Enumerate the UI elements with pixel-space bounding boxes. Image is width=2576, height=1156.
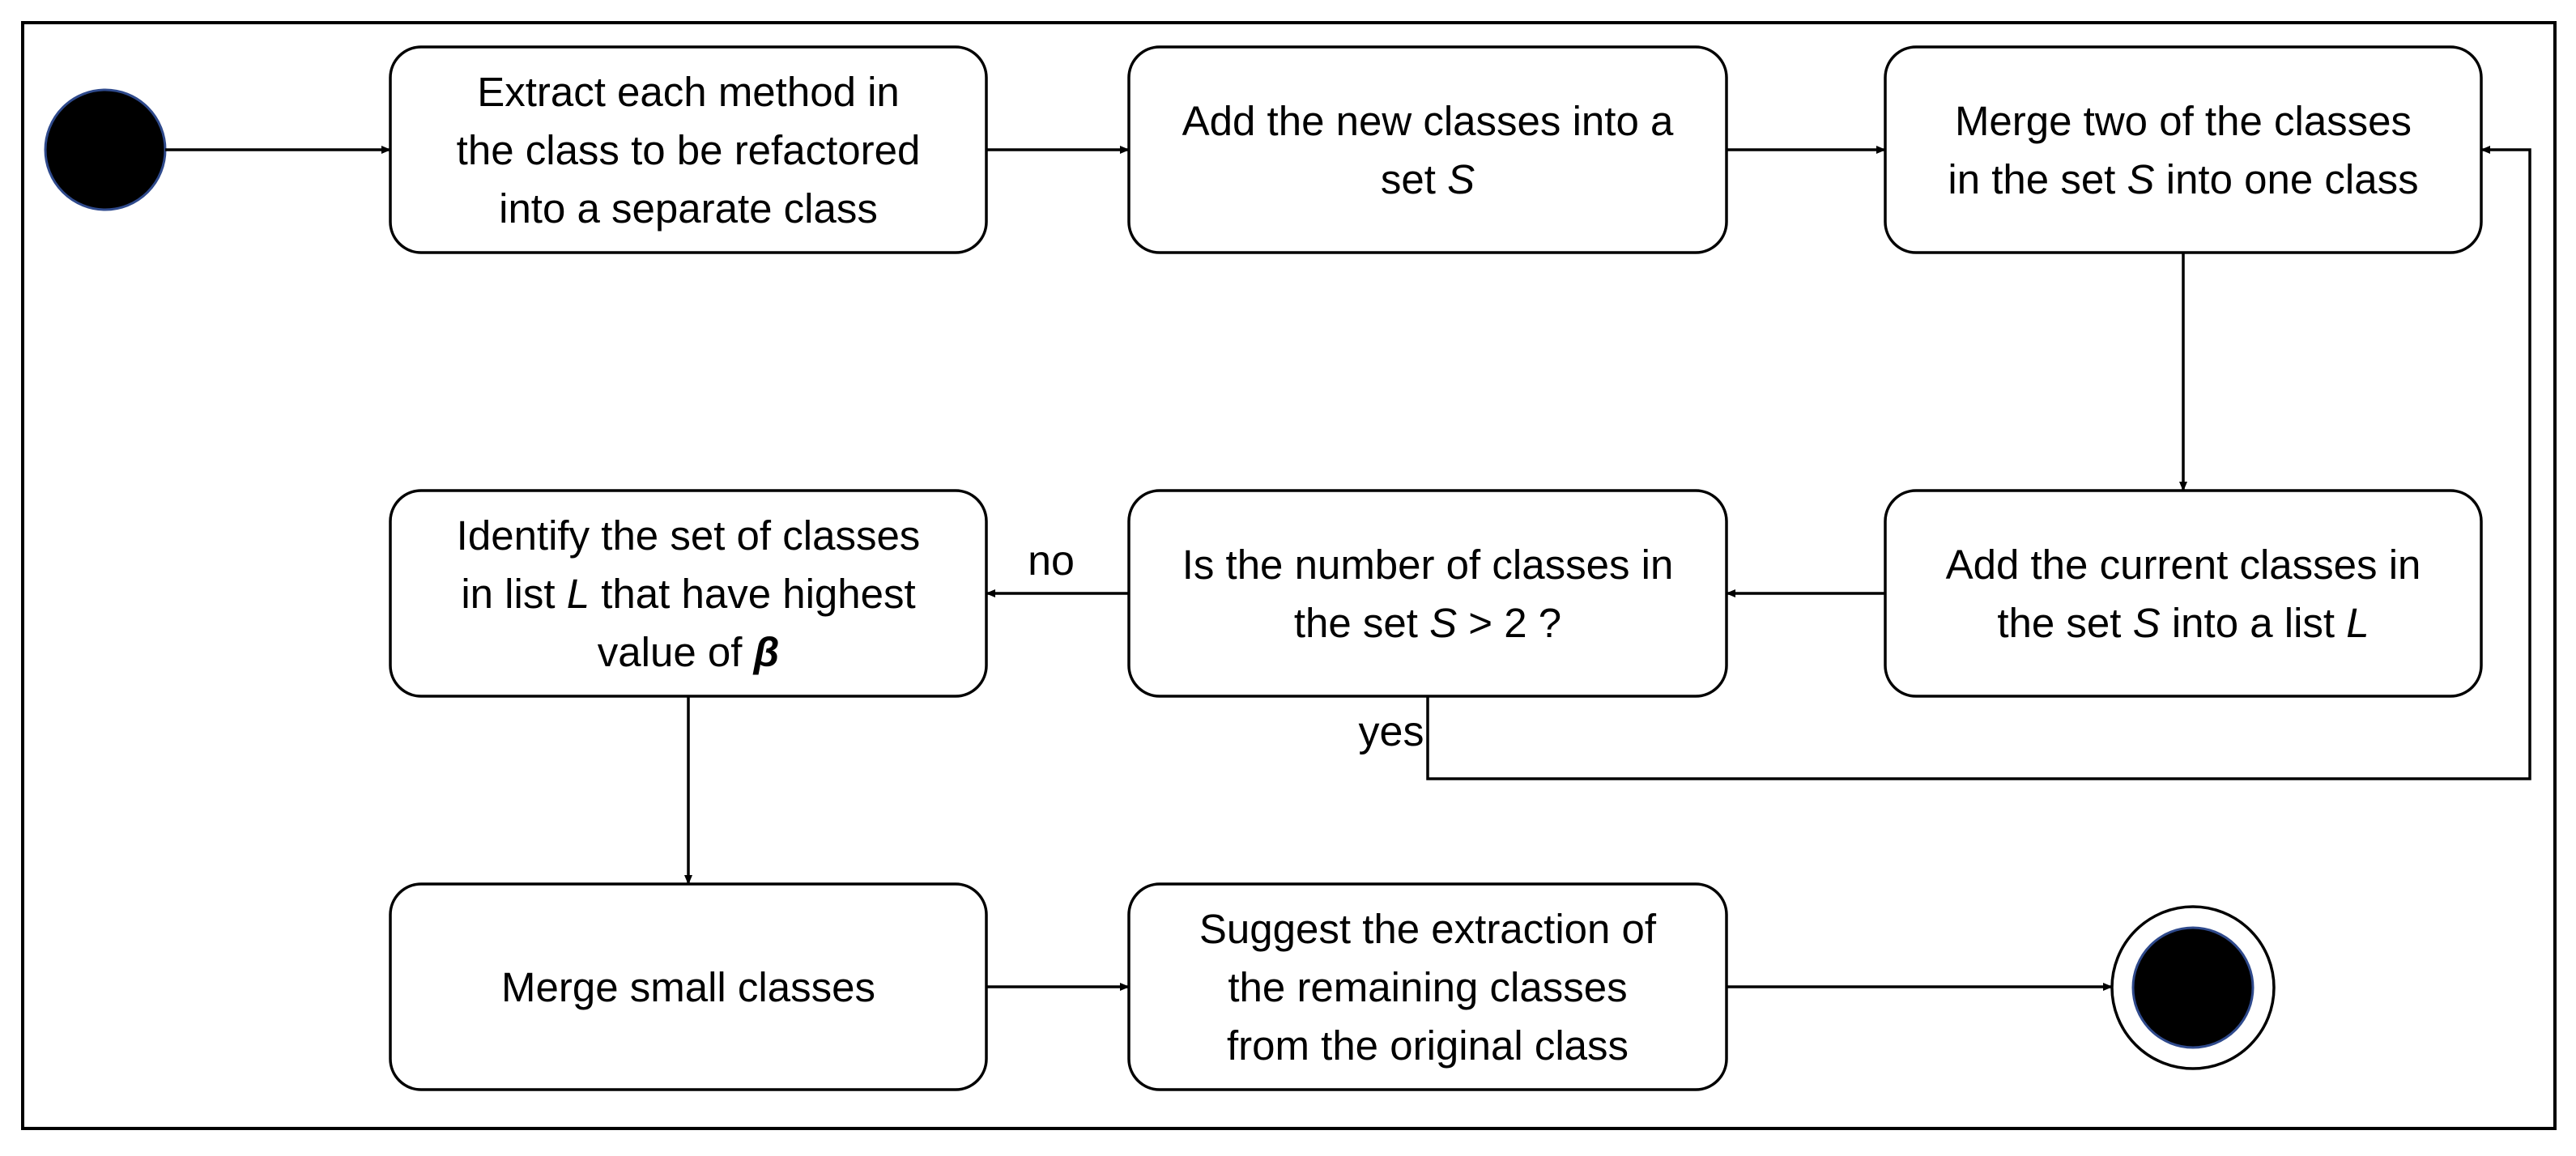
label-run: β (752, 629, 780, 675)
label-run: from the original class (1227, 1022, 1629, 1069)
node-suggest-extraction: Suggest the extraction of the remaining c… (1127, 882, 1728, 1091)
label-run: S (1447, 156, 1475, 202)
label-run: the set (1997, 600, 2132, 646)
label-run: value of (598, 629, 754, 675)
node-add-new-classes: Add the new classes into a set S (1127, 45, 1728, 254)
label-run: > 2 ? (1457, 600, 1561, 646)
label-run: the set (1294, 600, 1429, 646)
node-identify-set: Identify the set of classes in list L tha… (389, 489, 988, 698)
node-decision-count: Is the number of classes in the set S > 2… (1127, 489, 1728, 698)
node-decision-count-label: Is the number of classes in the set S > 2… (1182, 542, 1674, 646)
label-run: Suggest the extraction of (1199, 906, 1657, 952)
label-run: Add the current classes in (1946, 542, 2421, 588)
label-run: Merge two of the classes (1955, 98, 2412, 144)
node-suggest-extraction-label: Suggest the extraction of the remaining c… (1199, 906, 1657, 1069)
label-run: into a separate class (499, 185, 878, 232)
label-run: into a list (2161, 600, 2347, 646)
label-run: the remaining classes (1228, 964, 1627, 1010)
node-merge-small-label: Merge small classes (501, 964, 875, 1010)
label-run: S (2133, 600, 2161, 646)
node-merge-two-classes: Merge two of the classes in the set S int… (1884, 45, 2483, 254)
diagram-frame (21, 21, 2557, 1130)
label-run: Extract each method in (477, 69, 900, 115)
node-add-new-classes-label: Add the new classes into a set S (1182, 98, 1674, 202)
node-add-current-classes-label: Add the current classes in the set S into… (1946, 542, 2421, 646)
node-extract-methods-label: Extract each method in the class to be re… (457, 69, 921, 232)
node-merge-small: Merge small classes (389, 882, 988, 1091)
node-add-current-classes: Add the current classes in the set S into… (1884, 489, 2483, 698)
label-run: the class to be refactored (457, 127, 921, 173)
node-extract-methods: Extract each method in the class to be re… (389, 45, 988, 254)
label-run: S (1429, 600, 1457, 646)
node-identify-set-label: Identify the set of classes in list L tha… (457, 512, 921, 675)
label-run: set (1381, 156, 1447, 202)
final-node (2110, 905, 2276, 1070)
label-run: S (2127, 156, 2155, 202)
label-run: into one class (2155, 156, 2419, 202)
initial-node (44, 88, 167, 211)
label-run: Identify the set of classes (457, 512, 921, 559)
label-run: Add the new classes into a (1182, 98, 1674, 144)
label-run: in the set (1948, 156, 2127, 202)
edge-label-yes: yes (1359, 708, 1424, 755)
label-run: in list (461, 571, 566, 617)
label-run: Is the number of classes in (1182, 542, 1674, 588)
label-run: that have highest (590, 571, 916, 617)
node-merge-two-classes-label: Merge two of the classes in the set S int… (1948, 98, 2418, 202)
label-run: L (567, 571, 590, 617)
label-run: Merge small classes (501, 964, 875, 1010)
edge-label-no: no (1028, 538, 1075, 584)
label-run: L (2346, 600, 2369, 646)
final-node-core (2131, 926, 2255, 1049)
edge-decision-yes-loop (1426, 146, 2531, 780)
